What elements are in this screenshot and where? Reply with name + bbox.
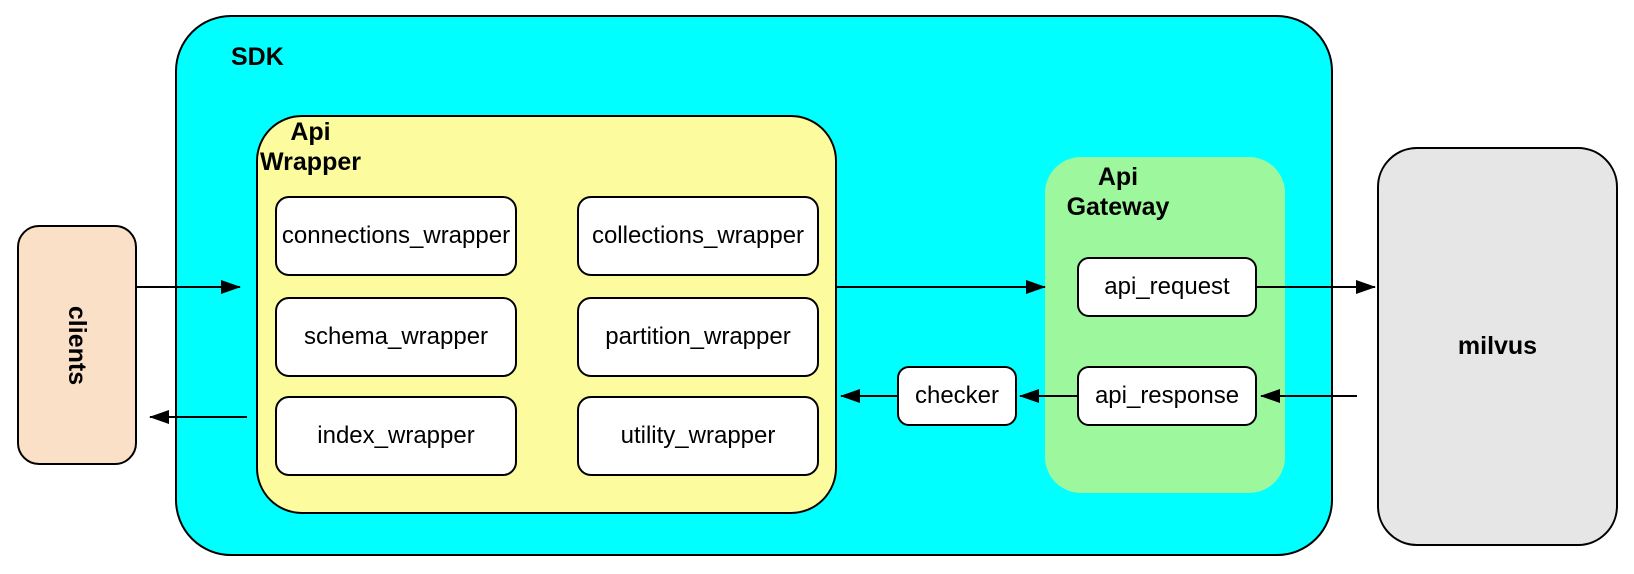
api-wrapper-label: Api Wrapper	[260, 118, 361, 176]
clients-node: clients	[17, 225, 137, 465]
api-gateway-label: Api Gateway	[1066, 163, 1170, 221]
clients-label: clients	[63, 305, 92, 385]
box-utility-wrapper: utility_wrapper	[577, 396, 819, 476]
box-api-response: api_response	[1077, 366, 1257, 426]
milvus-label: milvus	[1457, 332, 1538, 360]
box-schema-wrapper: schema_wrapper	[275, 297, 517, 377]
box-index-wrapper: index_wrapper	[275, 396, 517, 476]
api-gateway-container	[1045, 157, 1285, 493]
box-api-request: api_request	[1077, 257, 1257, 317]
sdk-label: SDK	[231, 43, 284, 71]
box-collections-wrapper: collections_wrapper	[577, 196, 819, 276]
box-partition-wrapper: partition_wrapper	[577, 297, 819, 377]
milvus-node: milvus	[1377, 147, 1618, 546]
box-connections-wrapper: connections_wrapper	[275, 196, 517, 276]
box-checker: checker	[897, 366, 1017, 426]
